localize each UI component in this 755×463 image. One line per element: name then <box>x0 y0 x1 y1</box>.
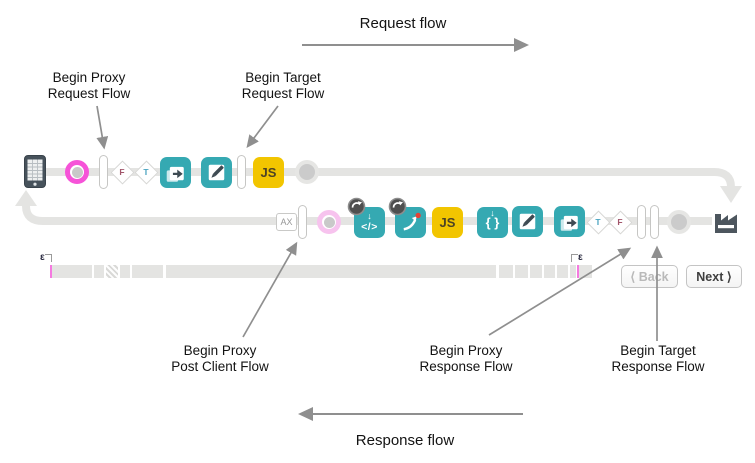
begin-proxy-post-client-label: Begin Proxy Post Client Flow <box>171 343 269 374</box>
loop-badge-icon <box>388 197 407 216</box>
js-policy-icon-response[interactable]: JS <box>432 207 463 238</box>
timeline-segment[interactable] <box>120 265 130 278</box>
trace-timeline-bar[interactable] <box>50 265 592 278</box>
begin-proxy-request-arrow <box>96 105 109 150</box>
condition-diamond-true-response[interactable]: T <box>585 209 611 235</box>
response-flow-label: Response flow <box>355 432 455 449</box>
timeline-epsilon-right: ε <box>571 252 583 263</box>
start-circle-core <box>323 216 335 228</box>
request-step-circle[interactable] <box>299 164 315 180</box>
begin-proxy-response-marker[interactable] <box>637 205 646 239</box>
next-button-label: Next ⟩ <box>696 270 732 284</box>
timeline-segment[interactable] <box>499 265 513 278</box>
diamond-letter: F <box>119 167 125 177</box>
epsilon-label: ε <box>40 252 45 263</box>
callout-policy-icon[interactable] <box>388 197 426 238</box>
begin-proxy-response-arrow <box>488 247 632 336</box>
js-label: JS <box>260 165 277 180</box>
begin-target-response-marker[interactable] <box>650 205 659 239</box>
diamond-letter: T <box>143 167 149 177</box>
js-policy-icon-request[interactable]: JS <box>253 157 284 188</box>
condition-diamond-true-request[interactable]: T <box>133 159 159 185</box>
timeline-hatchment[interactable] <box>106 265 118 278</box>
code-glyph: </> <box>361 221 378 234</box>
edit-policy-icon[interactable] <box>201 157 232 188</box>
braces-policy-icon[interactable]: ↓ { } <box>477 207 508 238</box>
begin-target-request-arrow <box>246 105 279 149</box>
analytics-step-box[interactable]: AX <box>276 213 297 231</box>
begin-proxy-request-marker[interactable] <box>99 155 108 189</box>
timeline-segment[interactable] <box>544 265 555 278</box>
begin-target-request-label: Begin Target Request Flow <box>241 70 325 101</box>
next-button[interactable]: Next ⟩ <box>686 265 742 288</box>
edit-policy-icon-response[interactable] <box>512 206 543 237</box>
timeline-segment[interactable] <box>530 265 542 278</box>
timeline-segment[interactable] <box>515 265 528 278</box>
back-button-label: ⟨ Back <box>630 270 669 284</box>
request-flow-arrowhead-icon <box>720 186 742 203</box>
timeline-segment[interactable] <box>132 265 163 278</box>
start-circle-core <box>71 166 83 178</box>
begin-proxy-response-label: Begin Proxy Response Flow <box>419 343 513 374</box>
post-client-start-circle[interactable] <box>317 210 341 234</box>
epsilon-bracket-icon <box>571 254 578 262</box>
timeline-segment[interactable] <box>579 265 592 278</box>
begin-proxy-request-label: Begin Proxy Request Flow <box>47 70 131 101</box>
condition-diamond-false-response[interactable]: F <box>607 209 633 235</box>
timeline-tickment[interactable] <box>50 265 52 278</box>
request-flow-label: Request flow <box>359 15 447 32</box>
begin-target-request-marker[interactable] <box>237 155 246 189</box>
ax-label: AX <box>280 217 293 227</box>
condition-diamond-false-request[interactable]: F <box>109 159 135 185</box>
timeline-epsilon-left: ε <box>40 252 52 263</box>
js-label: JS <box>439 215 456 230</box>
begin-proxy-post-client-arrow <box>242 241 298 338</box>
timeline-segment[interactable] <box>94 265 104 278</box>
target-factory-icon[interactable] <box>711 206 741 240</box>
epsilon-label: ε <box>578 252 583 263</box>
diamond-letter: T <box>595 217 601 227</box>
down-arrow-glyph: ↓ <box>367 211 372 222</box>
begin-target-response-label: Begin Target Response Flow <box>611 343 705 374</box>
diamond-letter: F <box>617 217 623 227</box>
back-button[interactable]: ⟨ Back <box>621 265 678 288</box>
share-policy-icon-response[interactable] <box>554 206 585 237</box>
proxy-request-start-circle[interactable] <box>65 160 89 184</box>
timeline-segment[interactable] <box>166 265 496 278</box>
timeline-segment[interactable] <box>52 265 92 278</box>
response-step-circle[interactable] <box>671 214 687 230</box>
timeline-segment[interactable] <box>557 265 568 278</box>
down-arrow-glyph: ↓ <box>490 208 495 218</box>
code-policy-icon[interactable]: ↓ </> <box>347 197 385 238</box>
client-phone-icon[interactable] <box>24 155 46 193</box>
share-policy-icon[interactable] <box>160 157 191 188</box>
epsilon-bracket-icon <box>44 254 52 262</box>
begin-proxy-post-client-marker[interactable] <box>298 205 307 239</box>
loop-badge-icon <box>347 197 366 216</box>
